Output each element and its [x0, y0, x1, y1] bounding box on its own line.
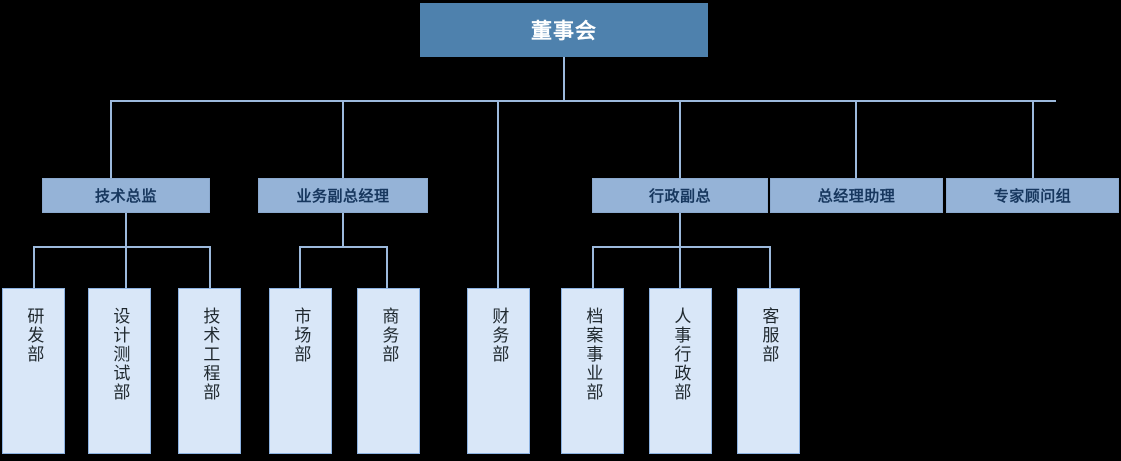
- connector-drop-tech-eng-dept: [209, 246, 211, 288]
- node-rnd-dept[interactable]: 研发部: [2, 288, 65, 454]
- node-label: 总经理助理: [817, 188, 896, 205]
- connector-drop-rnd-dept: [33, 246, 35, 288]
- connector-drop-marketing-dept: [299, 246, 301, 288]
- connector-drop-gm-assistant: [855, 100, 857, 178]
- node-expert-advisory-group[interactable]: 专家顾问组: [946, 178, 1119, 213]
- connector-drop-customer-service-dept: [769, 246, 771, 288]
- node-label: 专家顾问组: [993, 188, 1072, 205]
- node-label: 档案事业部: [583, 307, 603, 402]
- connector-drop-business-vp: [342, 100, 344, 178]
- connector-drop-finance-dept: [497, 100, 499, 288]
- node-board-of-directors[interactable]: 董事会: [420, 3, 708, 57]
- connector-level1-bus: [110, 100, 1056, 102]
- node-label: 业务副总经理: [296, 188, 390, 205]
- connector-tech-director-stem: [125, 213, 127, 248]
- connector-drop-tech-director: [110, 100, 112, 178]
- connector-drop-admin-vp: [679, 100, 681, 178]
- node-archive-dept[interactable]: 档案事业部: [561, 288, 624, 454]
- node-label: 设计测试部: [110, 307, 130, 402]
- connector-admin-vp-stem: [679, 213, 681, 248]
- node-admin-vp[interactable]: 行政副总: [592, 178, 768, 213]
- connector-drop-expert-group: [1032, 100, 1034, 178]
- node-marketing-dept[interactable]: 市场部: [269, 288, 332, 454]
- node-label: 人事行政部: [671, 307, 691, 402]
- node-label: 研发部: [24, 307, 44, 364]
- node-label: 行政副总: [648, 188, 711, 205]
- connector-business-vp-bus: [299, 246, 388, 248]
- connector-drop-commerce-dept: [386, 246, 388, 288]
- node-gm-assistant[interactable]: 总经理助理: [770, 178, 943, 213]
- connector-business-vp-stem: [342, 213, 344, 248]
- connector-drop-archive-dept: [592, 246, 594, 288]
- node-hr-admin-dept[interactable]: 人事行政部: [649, 288, 712, 454]
- node-tech-eng-dept[interactable]: 技术工程部: [178, 288, 241, 454]
- node-label: 商务部: [379, 307, 399, 364]
- node-finance-dept[interactable]: 财务部: [467, 288, 530, 454]
- connector-admin-vp-bus: [592, 246, 771, 248]
- node-label: 财务部: [489, 307, 509, 364]
- node-label: 市场部: [291, 307, 311, 364]
- node-business-vp[interactable]: 业务副总经理: [258, 178, 428, 213]
- node-label: 客服部: [759, 307, 779, 364]
- node-label: 技术总监: [94, 188, 157, 205]
- node-commerce-dept[interactable]: 商务部: [357, 288, 420, 454]
- node-tech-director[interactable]: 技术总监: [42, 178, 210, 213]
- connector-drop-hr-admin-dept: [679, 246, 681, 288]
- connector-tech-director-bus: [33, 246, 211, 248]
- node-label: 技术工程部: [200, 307, 220, 402]
- connector-root-drop: [563, 57, 565, 101]
- node-design-test-dept[interactable]: 设计测试部: [88, 288, 151, 454]
- node-customer-service-dept[interactable]: 客服部: [737, 288, 800, 454]
- node-label: 董事会: [531, 20, 597, 43]
- connector-drop-design-test-dept: [125, 246, 127, 288]
